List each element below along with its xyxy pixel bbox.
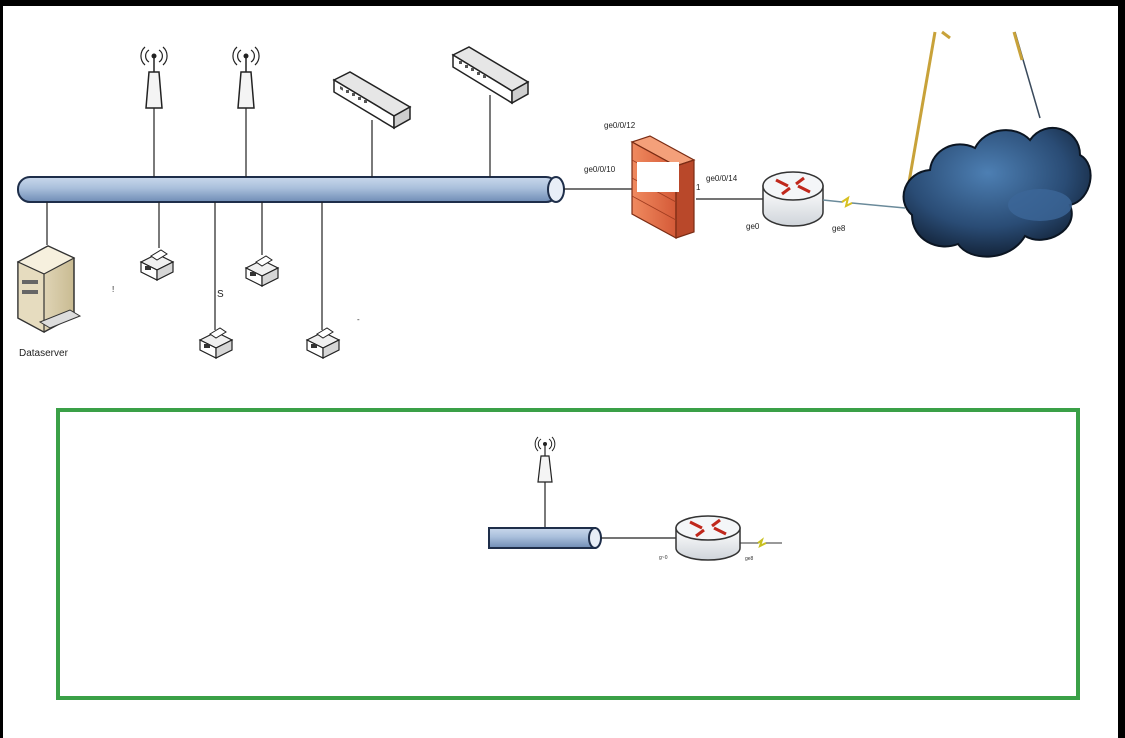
bus-drops [46,95,765,330]
right-border [1118,0,1125,738]
printer-icon [244,255,280,287]
firewall-mark: 1 [696,183,701,192]
firewall-port-top: ge0/0/12 [604,121,636,130]
router-icon [675,515,741,561]
printer-icon [305,327,341,359]
inset-router-port-right: ge8 [745,556,754,562]
printer-icon [139,249,175,281]
router-port-right: ge8 [832,224,846,233]
firewall-icon [630,135,696,240]
server-icon [16,245,82,334]
uplink-lines [906,30,1041,189]
top-border [0,0,1125,6]
firewall-port-left: ge0/0/10 [584,165,616,174]
firewall-port-right: ge0/0/14 [706,174,738,183]
antenna-icon [534,436,556,483]
cloud-icon [902,127,1092,258]
printer-mark: ! [112,285,114,294]
lightning-icon [740,537,782,548]
inset-router-port-left: g~0 [659,555,668,561]
switch-icon [332,71,412,130]
left-border [0,0,3,738]
switch-icon [451,46,530,105]
printer-mark: - [357,315,360,324]
network-bus [17,176,565,203]
inset-frame [56,408,1080,700]
printer-mark: S [217,289,224,300]
antenna-icon [140,46,168,109]
inset-bus [488,527,602,549]
antenna-icon [232,46,260,109]
lightning-icon [822,195,906,209]
router-port-left: ge0 [746,222,760,231]
printer-icon [198,327,234,359]
dataserver-label: Dataserver [19,348,69,359]
router-icon [762,171,824,227]
